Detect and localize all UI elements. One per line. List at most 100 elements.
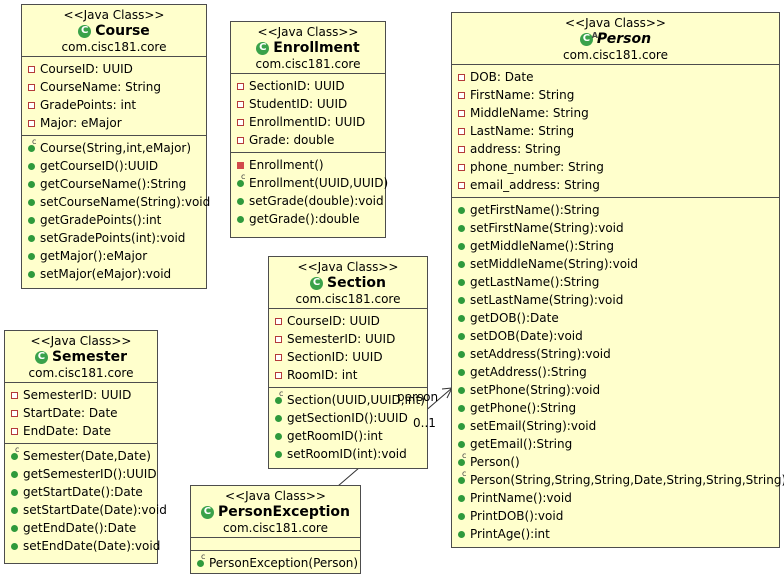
field-row[interactable]: DOB: Date [458,68,775,86]
method-text: setPhone(String):void [470,383,601,397]
public-method-icon [11,506,18,514]
method-row[interactable]: Enrollment() [237,156,381,174]
method-row[interactable]: getRoomID():int [275,427,423,445]
method-row[interactable]: getGrade():double [237,210,381,228]
method-row[interactable]: getCourseID():UUID [28,157,202,175]
public-method-icon [458,314,465,322]
method-row[interactable]: getLastName():String [458,273,775,291]
method-row[interactable]: setMajor(eMajor):void [28,265,202,283]
method-row[interactable]: Enrollment(UUID,UUID) [237,173,388,192]
field-text: Major: eMajor [40,116,122,130]
method-row[interactable]: getStartDate():Date [11,483,153,501]
class-person[interactable]: <<Java Class>>CPersoncom.cisc181.coreDOB… [451,12,784,548]
method-row[interactable]: PrintName():void [458,489,775,507]
method-row[interactable]: Course(String,int,eMajor) [28,138,202,157]
method-row[interactable]: PrintDOB():void [458,507,775,525]
field-row[interactable]: email_address: String [458,176,775,194]
method-row[interactable]: getSectionID():UUID [275,409,423,427]
method-row[interactable]: setRoomID(int):void [275,445,423,463]
method-row[interactable]: getEmail():String [458,435,775,453]
field-row[interactable]: CourseName: String [28,78,202,96]
field-row[interactable]: RoomID: int [275,366,423,384]
field-row[interactable]: CourseID: UUID [275,312,423,330]
method-row[interactable]: setDOB(Date):void [458,327,775,345]
method-row[interactable]: PrintAge():int [458,525,775,543]
method-text: getPhone():String [470,401,577,415]
constructor-icon [458,470,466,484]
field-text: RoomID: int [287,368,358,382]
method-row[interactable]: setMiddleName(String):void [458,255,775,273]
method-row[interactable]: setStartDate(Date):void [11,501,167,519]
method-row[interactable]: setFirstName(String):void [458,219,775,237]
field-row[interactable]: EndDate: Date [11,422,153,440]
method-row[interactable]: getFirstName():String [458,201,775,219]
method-row[interactable]: setCourseName(String):void [28,193,210,211]
field-row[interactable]: SectionID: UUID [237,77,381,95]
method-row[interactable]: getSemesterID():UUID [11,465,157,483]
method-row[interactable]: setAddress(String):void [458,345,775,363]
method-row[interactable]: Person(String,String,String,Date,String,… [458,470,784,489]
method-text: Semester(Date,Date) [23,449,151,463]
field-row[interactable]: CourseID: UUID [28,60,202,78]
method-row[interactable]: getPhone():String [458,399,775,417]
field-row[interactable]: StartDate: Date [11,404,153,422]
public-method-icon [458,368,465,376]
field-text: StudentID: UUID [249,97,348,111]
method-row[interactable]: setPhone(String):void [458,381,775,399]
field-row[interactable]: address: String [458,140,775,158]
public-method-icon [11,470,18,478]
method-row[interactable]: setEmail(String):void [458,417,775,435]
method-row[interactable]: setLastName(String):void [458,291,775,309]
method-text: Person() [470,455,520,469]
method-text: Enrollment(UUID,UUID) [249,176,389,190]
method-row[interactable]: Semester(Date,Date) [11,446,153,465]
method-row[interactable]: setGradePoints(int):void [28,229,202,247]
method-row[interactable]: getMajor():eMajor [28,247,202,265]
field-row[interactable]: SemesterID: UUID [275,330,423,348]
field-row[interactable]: MiddleName: String [458,104,775,122]
method-row[interactable]: getCourseName():String [28,175,202,193]
method-text: getRoomID():int [287,429,383,443]
method-row[interactable]: getMiddleName():String [458,237,775,255]
fields-section: CourseID: UUID SemesterID: UUID SectionID:… [269,308,427,387]
method-row[interactable]: getGradePoints():int [28,211,202,229]
field-row[interactable]: EnrollmentID: UUID [237,113,381,131]
field-text: CourseID: UUID [40,62,133,76]
field-text: SemesterID: UUID [287,332,396,346]
class-package: com.cisc181.core [563,48,668,62]
field-row[interactable]: Major: eMajor [28,114,202,132]
field-row[interactable]: Grade: double [237,131,381,149]
public-method-icon [458,404,465,412]
field-row[interactable]: LastName: String [458,122,775,140]
method-row[interactable]: Person() [458,452,775,471]
method-row[interactable]: PersonException(Person) [197,553,359,572]
method-row[interactable]: getEndDate():Date [11,519,153,537]
field-row[interactable]: GradePoints: int [28,96,202,114]
constructor-icon [275,390,283,404]
method-text: PersonException(Person) [209,556,359,570]
field-row[interactable]: phone_number: String [458,158,775,176]
method-row[interactable]: getDOB():Date [458,309,775,327]
method-row[interactable]: setGrade(double):void [237,192,384,210]
field-row[interactable]: StudentID: UUID [237,95,381,113]
method-row[interactable]: setEndDate(Date):void [11,537,160,555]
method-row[interactable]: Section(UUID,UUID,int) [275,390,425,409]
field-row[interactable]: FirstName: String [458,86,775,104]
field-row[interactable]: SemesterID: UUID [11,386,153,404]
field-row[interactable]: SectionID: UUID [275,348,423,366]
method-text: getStartDate():Date [23,485,143,499]
method-text: getFirstName():String [470,203,600,217]
class-name-text: Semester [51,349,128,365]
method-row[interactable]: getAddress():String [458,363,775,381]
